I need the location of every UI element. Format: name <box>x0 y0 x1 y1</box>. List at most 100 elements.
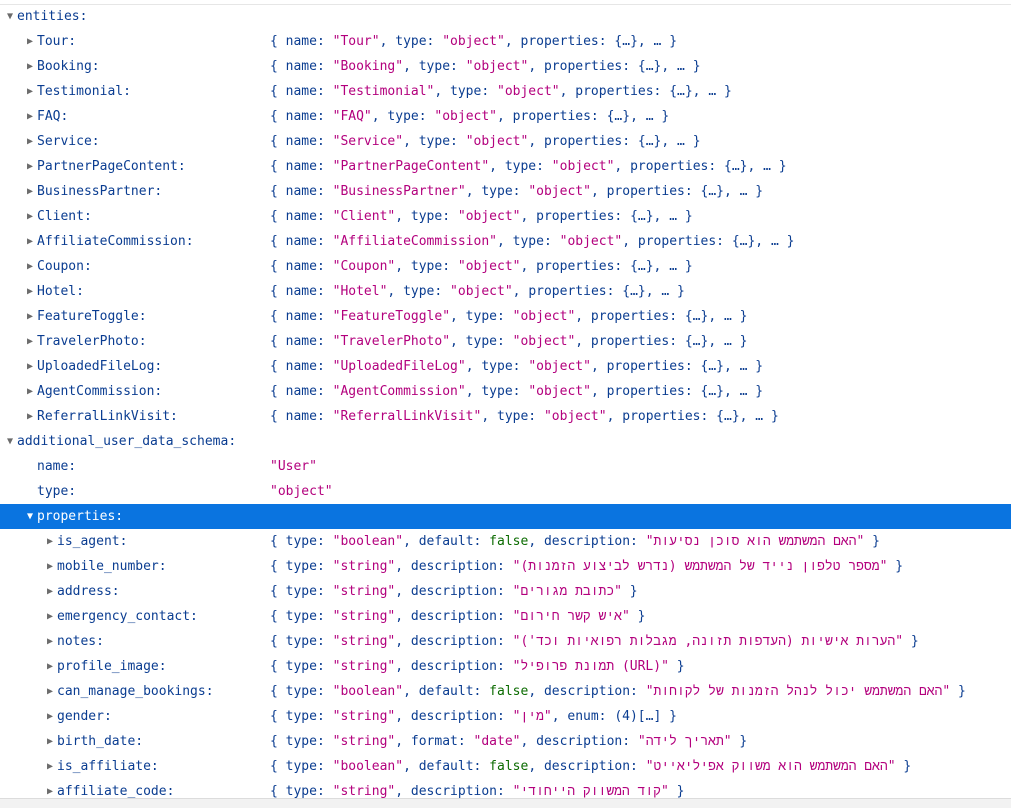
value-punctuation: , properties: {…}, … } <box>504 34 678 49</box>
tree-row[interactable]: ▶TravelerPhoto:{ name: "TravelerPhoto", … <box>0 329 1011 354</box>
value-punctuation: } <box>731 734 748 749</box>
caret-right-icon[interactable]: ▶ <box>46 661 54 672</box>
tree-row[interactable]: ▶UploadedFileLog:{ name: "UploadedFileLo… <box>0 354 1011 379</box>
caret-right-icon[interactable]: ▶ <box>26 161 34 172</box>
value-punctuation: , properties: {…}, … } <box>575 309 748 324</box>
tree-row[interactable]: ▶address:{ type: "string", description: … <box>0 579 1011 604</box>
string-value: "string" <box>332 784 396 799</box>
tree-row[interactable]: ▶Service:{ name: "Service", type: "objec… <box>0 129 1011 154</box>
value-punctuation: { name: <box>270 334 333 349</box>
property-value: { type: "boolean", default: false, descr… <box>270 679 966 704</box>
property-value: { type: "string", description: "מספר טלפ… <box>270 554 903 579</box>
tree-row[interactable]: ▶mobile_number: { type: "string", descrip… <box>0 554 1011 579</box>
tree-row[interactable]: ▶BusinessPartner:{ name: "BusinessPartne… <box>0 179 1011 204</box>
tree-row[interactable]: ▶AffiliateCommission:{ name: "AffiliateC… <box>0 229 1011 254</box>
tree-row[interactable]: ▼entities: <box>0 4 1011 29</box>
caret-down-icon[interactable]: ▼ <box>6 436 14 447</box>
caret-right-icon[interactable]: ▶ <box>46 536 54 547</box>
string-value: "קוד המשווק הייחודי" <box>512 784 669 799</box>
property-value: { name: "AffiliateCommission", type: "ob… <box>270 229 794 254</box>
tree-row[interactable]: ▼additional_user_data_schema: <box>0 429 1011 454</box>
caret-down-icon[interactable]: ▼ <box>26 511 34 522</box>
caret-right-icon[interactable]: ▶ <box>26 411 34 422</box>
caret-right-icon[interactable]: ▶ <box>46 611 54 622</box>
string-value: "string" <box>332 734 396 749</box>
caret-right-icon[interactable]: ▶ <box>46 711 54 722</box>
tree-row[interactable]: ▶Booking:{ name: "Booking", type: "objec… <box>0 54 1011 79</box>
tree-row[interactable]: ▶Client:{ name: "Client", type: "object"… <box>0 204 1011 229</box>
tree-row[interactable]: ▶Testimonial:{ name: "Testimonial", type… <box>0 79 1011 104</box>
caret-right-icon[interactable]: ▶ <box>26 286 34 297</box>
tree-row[interactable]: ▶Tour:{ name: "Tour", type: "object", pr… <box>0 29 1011 54</box>
value-punctuation: , properties: {…}, … } <box>590 359 764 374</box>
tree-row[interactable]: ▶can_manage_bookings:{ type: "boolean", … <box>0 679 1011 704</box>
tree-row[interactable]: ▶notes:{ type: "string", description: "ה… <box>0 629 1011 654</box>
caret-right-icon[interactable]: ▶ <box>26 186 34 197</box>
caret-right-icon[interactable]: ▶ <box>26 336 34 347</box>
value-punctuation: { type: <box>270 684 333 699</box>
tree-row[interactable]: ▶affiliate_code:{ type: "string", descri… <box>0 779 1011 804</box>
string-value: "איש קשר חירום" <box>512 609 630 624</box>
caret-right-icon[interactable]: ▶ <box>46 686 54 697</box>
value-punctuation: { name: <box>270 359 333 374</box>
tree-row[interactable]: ▶birth_date:{ type: "string", format: "d… <box>0 729 1011 754</box>
value-punctuation: { name: <box>270 34 333 49</box>
caret-right-icon[interactable]: ▶ <box>26 261 34 272</box>
caret-right-icon[interactable]: ▶ <box>26 136 34 147</box>
caret-right-icon[interactable]: ▶ <box>26 236 34 247</box>
tree-row[interactable]: ▶is_agent:{ type: "boolean", default: fa… <box>0 529 1011 554</box>
tree-row[interactable]: ▶AgentCommission:{ name: "AgentCommissio… <box>0 379 1011 404</box>
tree-row[interactable]: ▶is_affiliate:{ type: "boolean", default… <box>0 754 1011 779</box>
value-punctuation: } <box>903 634 919 649</box>
property-key: mobile_number: <box>57 559 167 574</box>
property-key: Hotel: <box>37 284 84 299</box>
value-punctuation: , properties: {…}, … } <box>512 284 685 299</box>
value-punctuation: } <box>864 534 880 549</box>
property-key: ReferralLinkVisit: <box>37 409 178 424</box>
string-value: "AgentCommission" <box>332 384 466 399</box>
tree-row[interactable]: ▶PartnerPageContent:{ name: "PartnerPage… <box>0 154 1011 179</box>
value-punctuation: { type: <box>270 709 333 724</box>
caret-right-icon[interactable]: ▶ <box>46 586 54 597</box>
string-value: "האם המשתמש הוא משווק אפיליאייט" <box>645 759 896 774</box>
property-key: is_affiliate: <box>57 759 159 774</box>
caret-right-icon[interactable]: ▶ <box>26 311 34 322</box>
tree-row[interactable]: ▶FAQ:{ name: "FAQ", type: "object", prop… <box>0 104 1011 129</box>
string-value: "object" <box>528 384 591 399</box>
tree-row[interactable]: ▶Coupon:{ name: "Coupon", type: "object"… <box>0 254 1011 279</box>
tree-row[interactable]: ▶FeatureToggle:{ name: "FeatureToggle", … <box>0 304 1011 329</box>
tree-row[interactable]: ▶Hotel: { name: "Hotel", type: "object", … <box>0 279 1011 304</box>
caret-right-icon[interactable]: ▶ <box>26 211 34 222</box>
value-punctuation: { name: <box>270 184 333 199</box>
caret-right-icon[interactable]: ▶ <box>46 761 54 772</box>
property-key: gender: <box>57 709 112 724</box>
caret-right-icon[interactable]: ▶ <box>46 636 54 647</box>
string-value: "מספר טלפון נייד של המשתמש (נדרש לביצוע … <box>512 559 888 574</box>
tree-row[interactable]: ▼properties: <box>0 504 1011 529</box>
value-punctuation: { type: <box>270 634 333 649</box>
value-punctuation: , description: <box>520 734 638 749</box>
caret-right-icon[interactable]: ▶ <box>26 86 34 97</box>
property-key: FAQ: <box>37 109 69 124</box>
tree-row[interactable]: ▶emergency_contact:{ type: "string", des… <box>0 604 1011 629</box>
caret-right-icon[interactable]: ▶ <box>26 36 34 47</box>
caret-right-icon[interactable]: ▶ <box>46 561 54 572</box>
value-punctuation: , type: <box>497 234 560 249</box>
tree-row[interactable]: ▶profile_image:{ type: "string", descrip… <box>0 654 1011 679</box>
value-punctuation: , type: <box>387 284 451 299</box>
caret-right-icon[interactable]: ▶ <box>26 361 34 372</box>
caret-down-icon[interactable]: ▼ <box>6 11 14 22</box>
caret-right-icon[interactable]: ▶ <box>26 61 34 72</box>
value-punctuation: , type: <box>481 409 544 424</box>
caret-right-icon[interactable]: ▶ <box>26 111 34 122</box>
caret-right-icon[interactable]: ▶ <box>46 786 54 797</box>
value-punctuation: } <box>668 784 685 799</box>
property-key: name: <box>37 459 77 474</box>
value-punctuation: , type: <box>489 159 552 174</box>
caret-right-icon[interactable]: ▶ <box>46 736 54 747</box>
tree-row[interactable]: ▶ReferralLinkVisit:{ name: "ReferralLink… <box>0 404 1011 429</box>
tree-row[interactable]: ▶gender:{ type: "string", description: "… <box>0 704 1011 729</box>
horizontal-scrollbar[interactable] <box>0 798 1011 808</box>
property-value: { name: "Hotel", type: "object", propert… <box>270 279 685 304</box>
caret-right-icon[interactable]: ▶ <box>26 386 34 397</box>
